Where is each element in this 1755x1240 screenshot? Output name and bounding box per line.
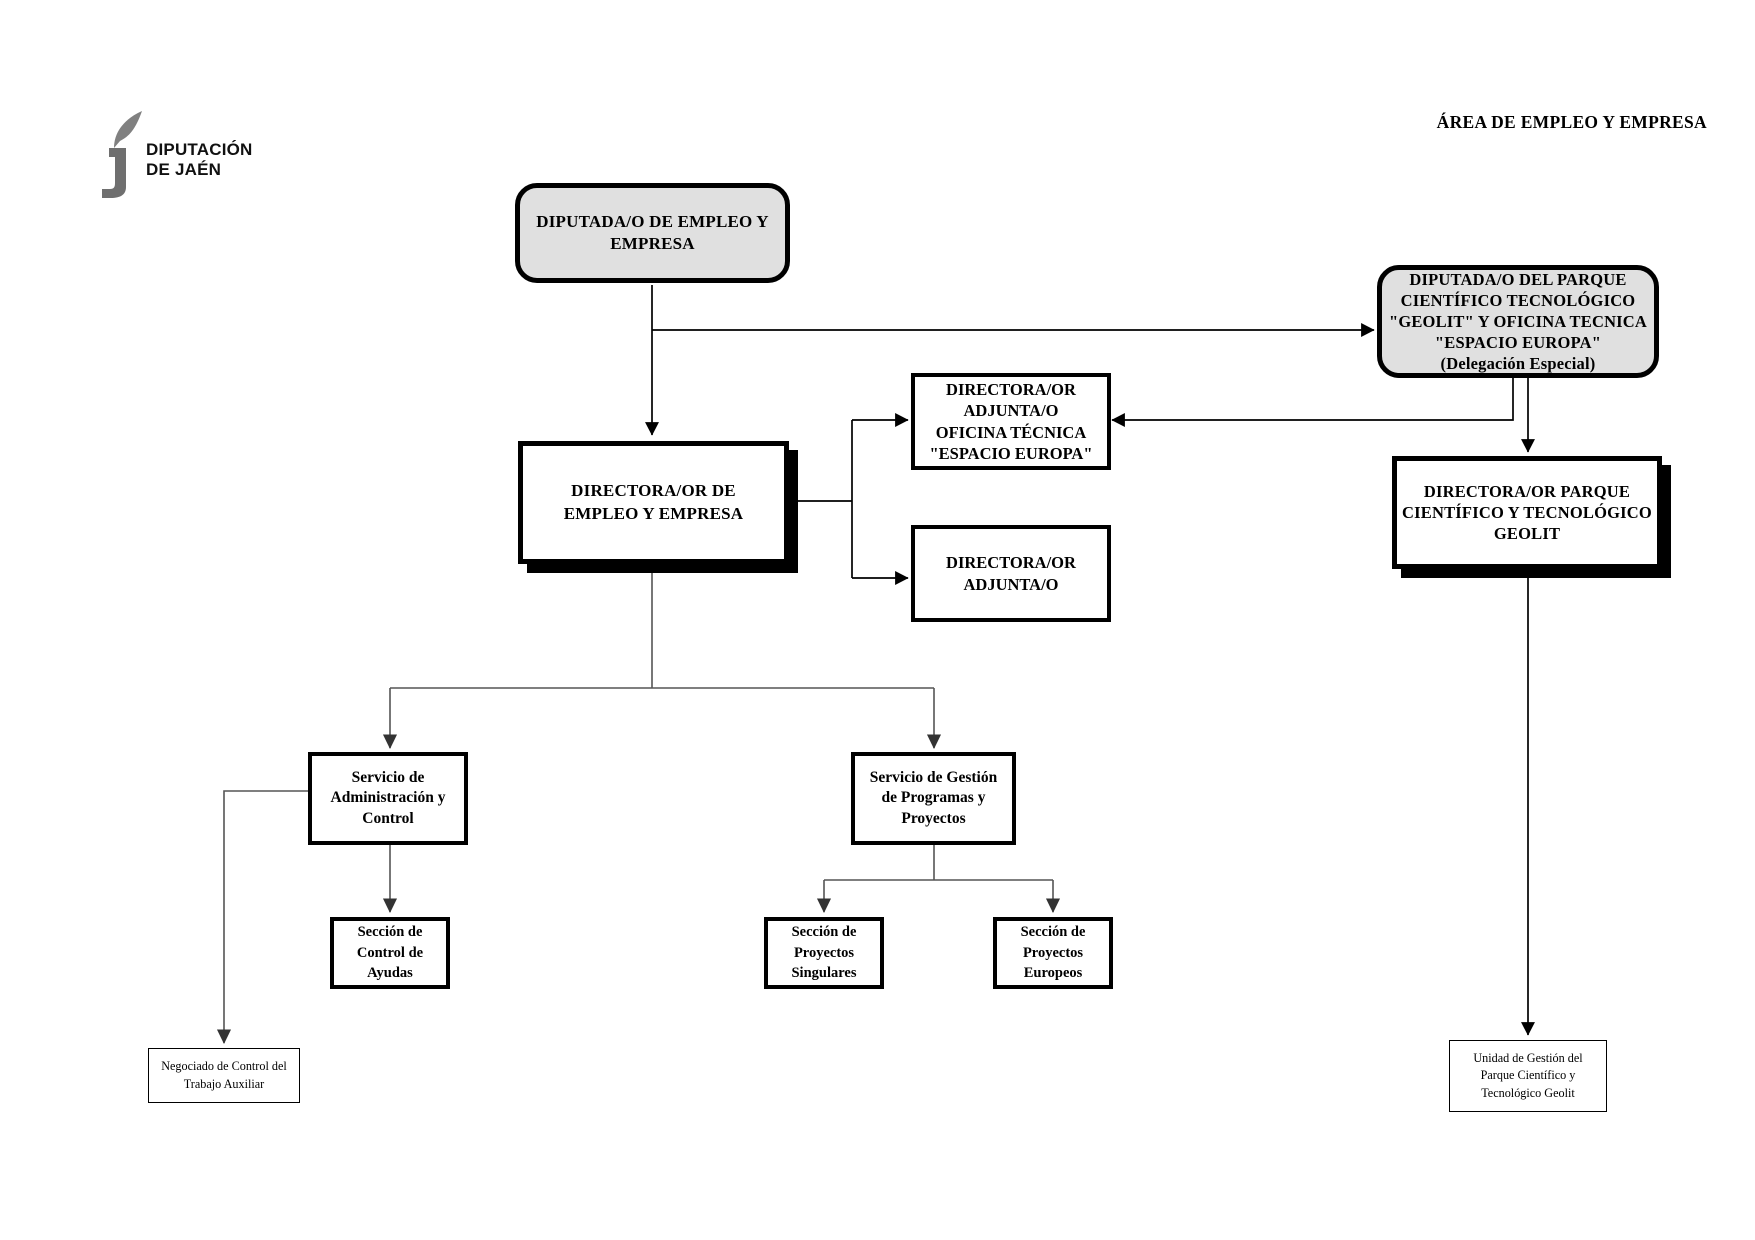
page-title: ÁREA DE EMPLEO Y EMPRESA <box>1436 112 1707 132</box>
node-seccion-proyectos-europeos[interactable]: Sección de Proyectos Europeos <box>993 917 1113 989</box>
adjunta-oficina-line-3: OFICINA TÉCNICA <box>935 422 1087 442</box>
servicio-admin-line-2: Administración y <box>330 789 446 807</box>
diputada-geolit-line-2: CIENTÍFICO TECNOLÓGICO <box>1400 290 1636 310</box>
seccion-singulares-line-1: Sección de <box>791 924 857 941</box>
negociado-line-2: Trabajo Auxiliar <box>183 1076 265 1091</box>
seccion-europeos-line-2: Proyectos <box>1022 944 1084 961</box>
diputada-geolit-line-5: (Delegación Especial) <box>1440 354 1596 374</box>
negociado-line-1: Negociado de Control del <box>161 1059 287 1074</box>
seccion-europeos-line-3: Europeos <box>1023 965 1083 982</box>
node-negociado-control[interactable]: Negociado de Control del Trabajo Auxilia… <box>148 1048 300 1103</box>
logo-line-2: DE JAÉN <box>146 159 222 179</box>
diputada-empleo-line-1: DIPUTADA/O DE EMPLEO Y <box>536 211 769 231</box>
diputada-geolit-line-4: "ESPACIO EUROPA" <box>1434 333 1602 353</box>
directora-empleo-line-2: EMPLEO Y EMPRESA <box>563 503 744 523</box>
seccion-ayudas-line-3: Ayudas <box>367 965 413 982</box>
directora-empleo-line-1: DIRECTORA/OR DE <box>571 481 736 501</box>
diputacion-jaen-logo: DIPUTACIÓN DE JAÉN <box>100 108 300 198</box>
node-directora-adjunta-oficina[interactable]: DIRECTORA/OR ADJUNTA/O OFICINA TÉCNICA "… <box>911 373 1111 470</box>
unidad-geolit-line-1: Unidad de Gestión del <box>1473 1051 1583 1065</box>
node-diputada-empleo[interactable]: DIPUTADA/O DE EMPLEO Y EMPRESA <box>515 183 790 283</box>
node-directora-empleo[interactable]: DIRECTORA/OR DE EMPLEO Y EMPRESA <box>518 441 789 564</box>
logo-wordmark: DIPUTACIÓN DE JAÉN <box>146 140 253 179</box>
adjunta-line-2: ADJUNTA/O <box>963 574 1059 594</box>
diputacion-j-mark-icon <box>102 111 142 198</box>
seccion-ayudas-line-2: Control de <box>356 944 424 961</box>
node-servicio-administracion[interactable]: Servicio de Administración y Control <box>308 752 468 845</box>
edge-to-negociado-control <box>216 790 308 1044</box>
seccion-europeos-line-1: Sección de <box>1020 924 1086 941</box>
node-diputada-geolit[interactable]: DIPUTADA/O DEL PARQUE CIENTÍFICO TECNOLÓ… <box>1377 265 1659 378</box>
servicio-programas-line-3: Proyectos <box>901 809 966 827</box>
adjunta-oficina-line-2: ADJUNTA/O <box>963 401 1059 421</box>
directora-geolit-line-1: DIRECTORA/OR PARQUE <box>1423 481 1631 501</box>
seccion-ayudas-line-1: Sección de <box>357 924 423 941</box>
node-seccion-control-ayudas[interactable]: Sección de Control de Ayudas <box>330 917 450 989</box>
unidad-geolit-line-3: Tecnológico Geolit <box>1481 1085 1575 1100</box>
node-directora-geolit[interactable]: DIRECTORA/OR PARQUE CIENTÍFICO Y TECNOLÓ… <box>1392 456 1662 569</box>
node-unidad-gestion-geolit[interactable]: Unidad de Gestión del Parque Científico … <box>1449 1040 1607 1112</box>
unidad-geolit-line-2: Parque Científico y <box>1480 1068 1576 1083</box>
servicio-programas-line-2: de Programas y <box>881 789 986 807</box>
node-servicio-programas[interactable]: Servicio de Gestión de Programas y Proye… <box>851 752 1016 845</box>
seccion-singulares-line-2: Proyectos <box>793 944 855 961</box>
edge-geolit-to-adjunta-oficina <box>1111 378 1514 427</box>
adjunta-oficina-line-4: "ESPACIO EUROPA" <box>929 443 1093 463</box>
servicio-admin-line-1: Servicio de <box>351 769 425 787</box>
directora-geolit-line-2: CIENTÍFICO Y TECNOLÓGICO <box>1402 502 1652 522</box>
node-directora-adjunta[interactable]: DIRECTORA/OR ADJUNTA/O <box>911 525 1111 622</box>
seccion-singulares-line-3: Singulares <box>791 965 857 982</box>
logo-line-1: DIPUTACIÓN <box>146 140 253 159</box>
adjunta-line-1: DIRECTORA/OR <box>946 553 1076 573</box>
diputada-empleo-line-2: EMPRESA <box>610 234 695 253</box>
diputada-geolit-line-1: DIPUTADA/O DEL PARQUE <box>1409 269 1627 289</box>
adjunta-oficina-line-1: DIRECTORA/OR <box>946 380 1076 400</box>
servicio-admin-line-3: Control <box>362 809 414 827</box>
servicio-programas-line-1: Servicio de Gestión <box>869 769 998 787</box>
node-seccion-proyectos-singulares[interactable]: Sección de Proyectos Singulares <box>764 917 884 989</box>
diputada-geolit-line-3: "GEOLIT" Y OFICINA TECNICA <box>1388 311 1648 331</box>
directora-geolit-line-3: GEOLIT <box>1493 524 1561 544</box>
